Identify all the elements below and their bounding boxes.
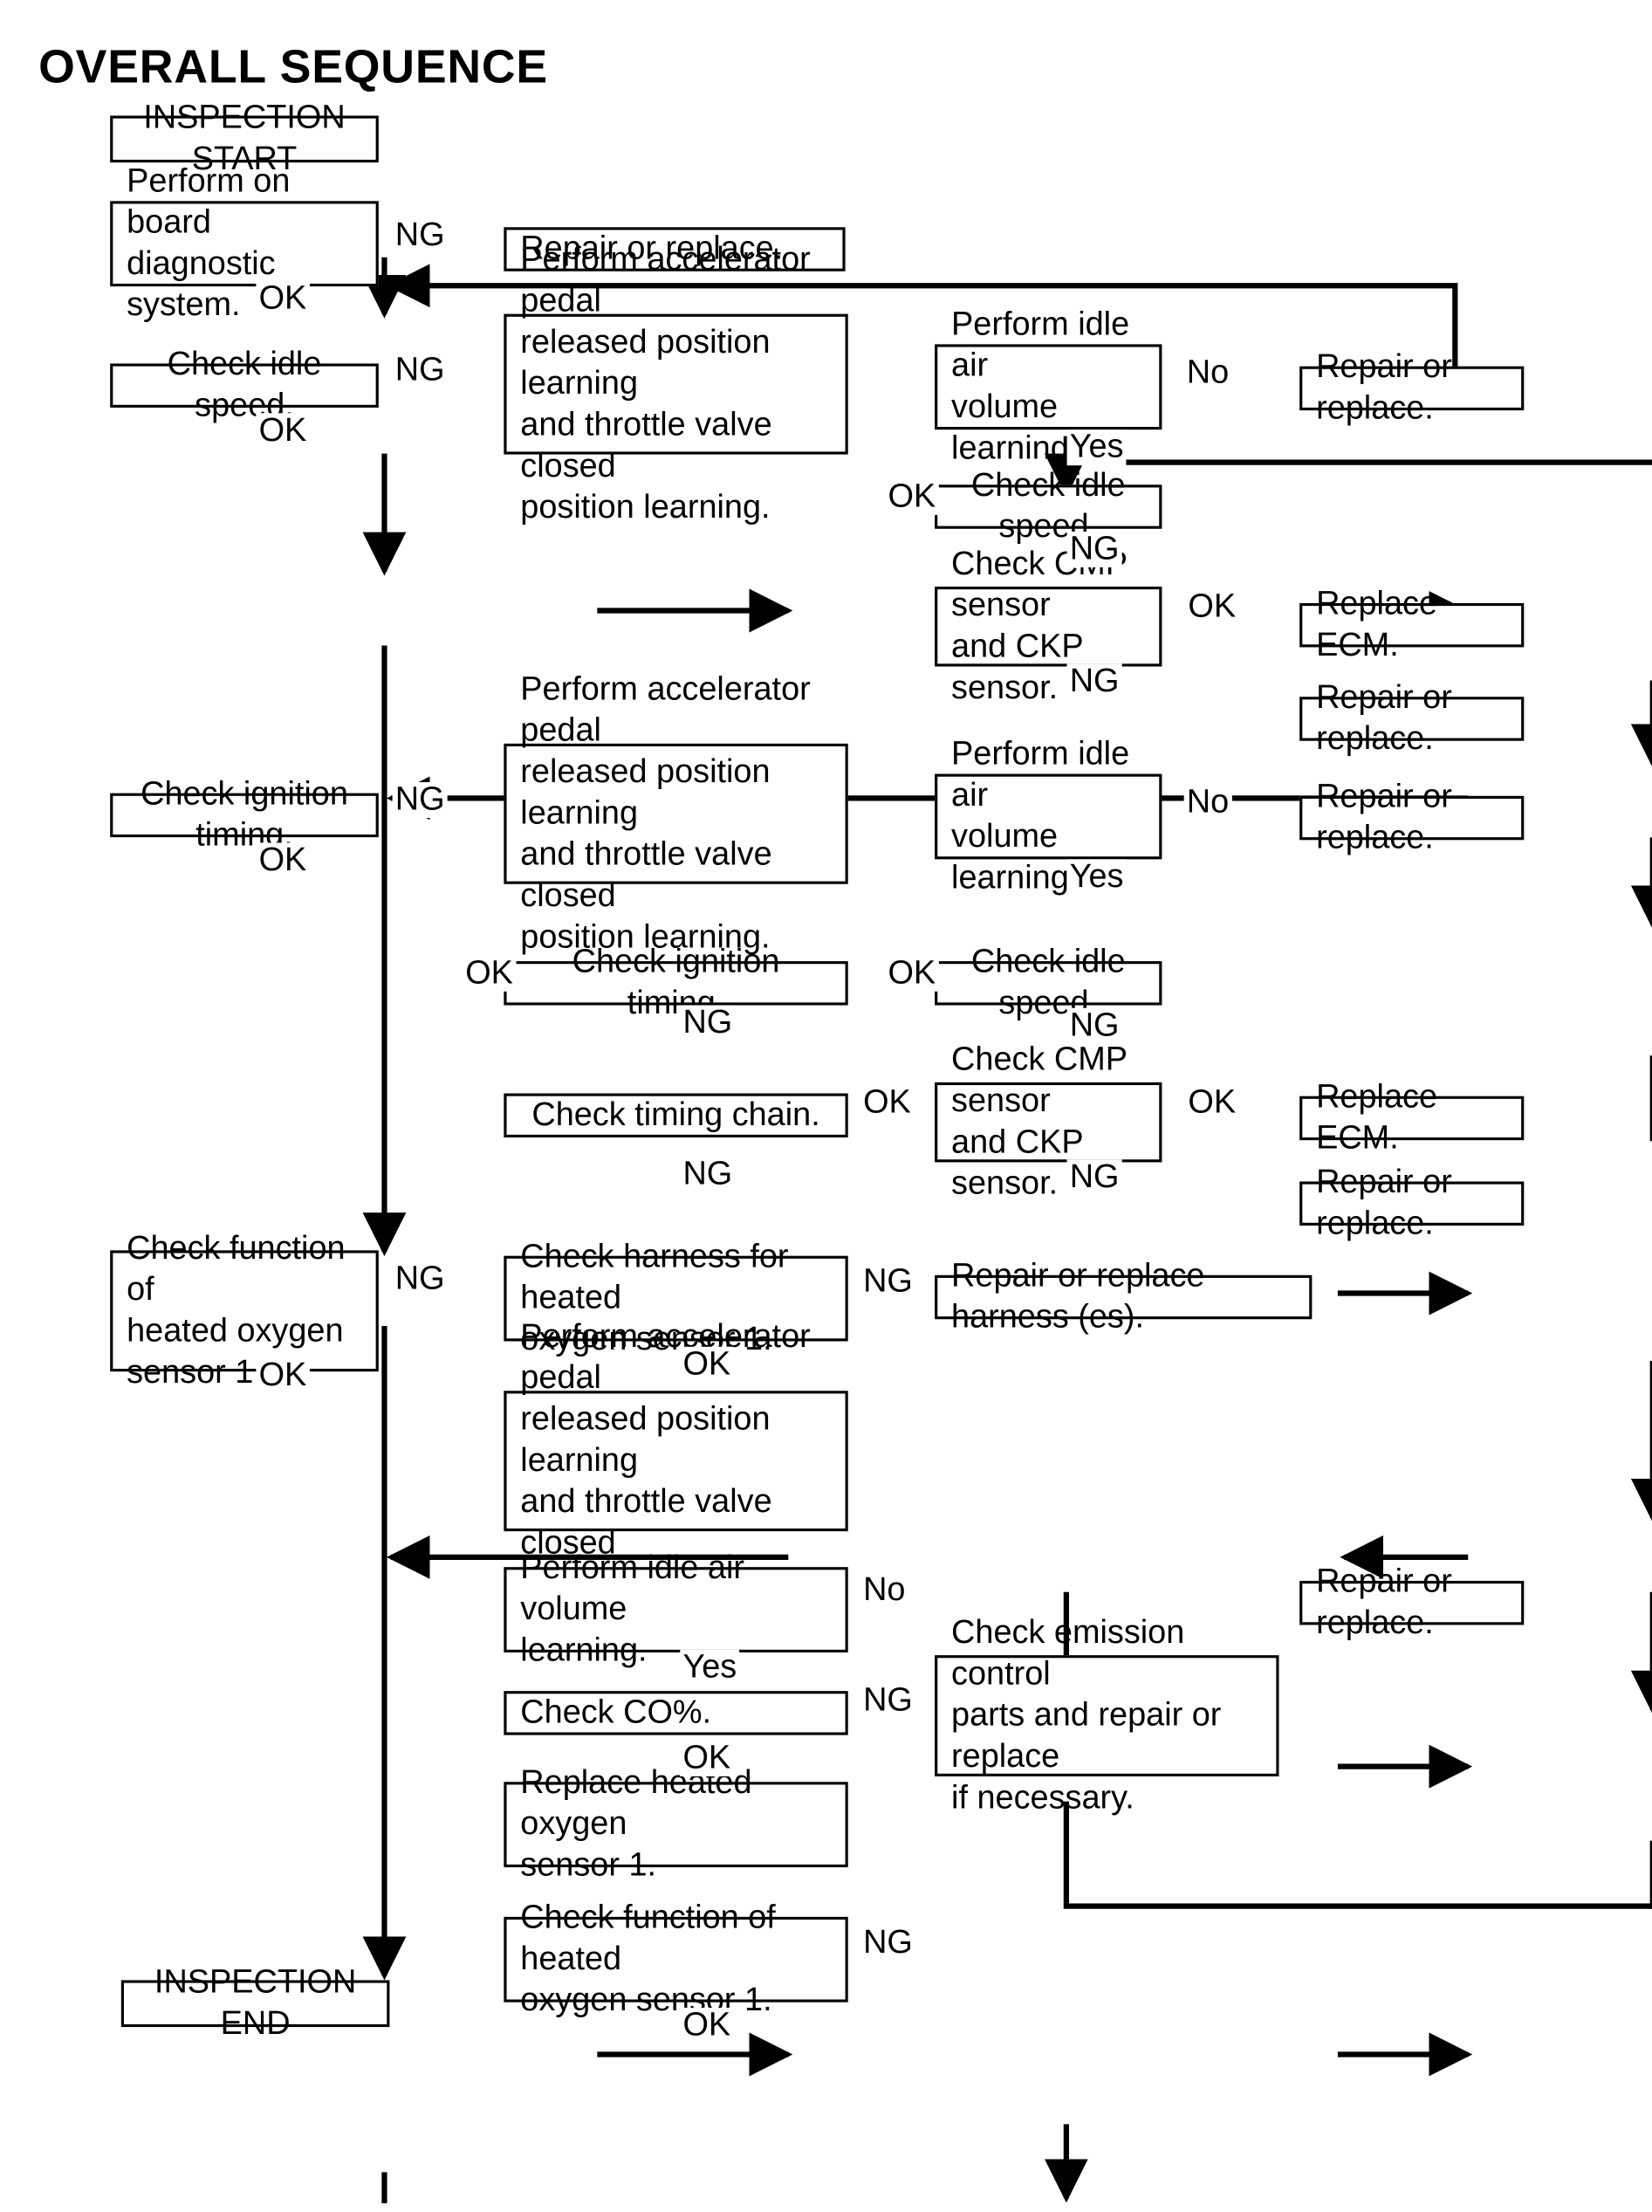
edge-label-ok: OK bbox=[256, 842, 310, 879]
node-replace-ecm-1[interactable]: Replace ECM. bbox=[1299, 585, 1525, 663]
edge-label-ok: OK bbox=[256, 280, 310, 317]
node-repair-or-replace-5[interactable]: Repair or replace. bbox=[1299, 1164, 1525, 1242]
node-label: Check function of heated oxygen sensor 1… bbox=[127, 1229, 346, 1391]
node-check-timing-chain[interactable]: Check timing chain. bbox=[504, 1093, 848, 1138]
edge-label-yes: Yes bbox=[1066, 859, 1127, 896]
edge-label-yes: Yes bbox=[1066, 429, 1127, 466]
edge-label-ok: OK bbox=[256, 1357, 310, 1394]
edge-label-ng: NG bbox=[1066, 1007, 1122, 1044]
node-label: Repair or replace. bbox=[1316, 348, 1452, 428]
edge-label-ng: NG bbox=[392, 352, 448, 388]
edge-label-ng: NG bbox=[860, 1263, 916, 1301]
node-idle-air-volume-learning-1[interactable]: Perform idle air volume learning. bbox=[935, 306, 1162, 467]
node-repair-replace-harness[interactable]: Repair or replace harness (es). bbox=[935, 1257, 1313, 1336]
edge-label-ok: OK bbox=[860, 1084, 914, 1122]
node-check-ignition-timing-2[interactable]: Check ignition timing. bbox=[504, 944, 848, 1022]
node-label: Perform accelerator pedal released posit… bbox=[520, 670, 811, 956]
node-label: Check idle speed. bbox=[970, 466, 1126, 546]
node-replace-hos-1[interactable]: Replace heated oxygen sensor 1. bbox=[504, 1764, 848, 1884]
node-label: Check ignition timing. bbox=[572, 943, 780, 1022]
node-label: Replace ECM. bbox=[1316, 585, 1438, 664]
node-check-ignition-timing-1[interactable]: Check ignition timing. bbox=[110, 775, 379, 854]
node-label: Check CMP sensor and CKP sensor. bbox=[951, 545, 1127, 707]
node-repair-or-replace-3[interactable]: Repair or replace. bbox=[1299, 679, 1525, 758]
node-label: Perform idle air volume learning. bbox=[951, 735, 1130, 896]
node-perform-obd[interactable]: Perform on board diagnostic system. bbox=[110, 162, 379, 324]
node-replace-ecm-2[interactable]: Replace ECM. bbox=[1299, 1078, 1525, 1157]
edge-label-ng: NG bbox=[392, 216, 448, 254]
node-label: Repair or replace. bbox=[1316, 1163, 1452, 1242]
node-inspection-start[interactable]: INSPECTION START bbox=[110, 100, 379, 177]
node-label: Check emission control parts and repair … bbox=[951, 1613, 1222, 1817]
node-check-cmp-ckp-sensor-2[interactable]: Check CMP sensor and CKP sensor. bbox=[935, 1041, 1162, 1202]
node-check-function-hos-2[interactable]: Check function of heated oxygen sensor 1… bbox=[504, 1899, 848, 2019]
node-label: Repair or replace. bbox=[520, 230, 784, 268]
node-label: Repair or replace. bbox=[1316, 1563, 1452, 1642]
node-label: Perform accelerator pedal released posit… bbox=[520, 241, 811, 526]
edge-label-ok: OK bbox=[680, 1740, 734, 1776]
node-repair-or-replace-4[interactable]: Repair or replace. bbox=[1299, 778, 1525, 856]
node-check-idle-speed-3[interactable]: Check idle speed. bbox=[935, 944, 1162, 1022]
edge-label-ng: NG bbox=[860, 1925, 916, 1961]
node-label: Replace heated oxygen sensor 1. bbox=[520, 1763, 752, 1885]
node-check-idle-speed-1[interactable]: Check idle speed. bbox=[110, 346, 379, 424]
node-label: Check ignition timing. bbox=[141, 775, 348, 855]
edge-label-ok: OK bbox=[1185, 1084, 1239, 1122]
node-accel-pedal-learning-1[interactable]: Perform accelerator pedal released posit… bbox=[504, 241, 848, 526]
edge-label-ng: NG bbox=[860, 1682, 916, 1719]
edge-label-ng: NG bbox=[1066, 531, 1122, 567]
edge-label-ok: OK bbox=[1185, 588, 1239, 626]
node-check-cmp-ckp-sensor-1[interactable]: Check CMP sensor and CKP sensor. bbox=[935, 546, 1162, 706]
node-label: Repair or replace harness (es). bbox=[951, 1257, 1205, 1336]
edge-label-ng: NG bbox=[392, 781, 448, 819]
edge-label-ok: OK bbox=[256, 412, 310, 450]
edge-label-ng: NG bbox=[680, 1005, 736, 1041]
edge-label-no: No bbox=[1183, 354, 1232, 392]
node-label: INSPECTION END bbox=[154, 1963, 357, 2043]
edge-label-ok: OK bbox=[885, 955, 939, 992]
node-label: Perform idle air volume learning. bbox=[520, 1549, 744, 1669]
node-label: Check function of heated oxygen sensor 1… bbox=[520, 1899, 776, 2019]
node-label: INSPECTION START bbox=[143, 99, 346, 178]
node-accel-pedal-learning-3[interactable]: Perform accelerator pedal released posit… bbox=[504, 1318, 848, 1603]
node-check-co-percent[interactable]: Check CO%. bbox=[504, 1691, 848, 1735]
node-label: Check timing chain. bbox=[531, 1096, 820, 1134]
node-idle-air-volume-learning-3[interactable]: Perform idle air volume learning. bbox=[504, 1549, 848, 1669]
edge-label-ok: OK bbox=[463, 955, 517, 992]
edge-label-ok: OK bbox=[680, 2007, 734, 2044]
node-label: Perform idle air volume learning. bbox=[951, 306, 1130, 467]
node-repair-or-replace-2[interactable]: Repair or replace. bbox=[1299, 348, 1525, 427]
node-check-idle-speed-2[interactable]: Check idle speed. bbox=[935, 467, 1162, 546]
node-label: Check idle speed. bbox=[167, 345, 322, 424]
edge-label-ng: NG bbox=[680, 1156, 736, 1193]
edge-label-ng: NG bbox=[392, 1261, 448, 1298]
edge-label-ng: NG bbox=[1066, 663, 1122, 700]
node-label: Replace ECM. bbox=[1316, 1078, 1438, 1158]
node-label: Perform on board diagnostic system. bbox=[127, 162, 291, 324]
edge-label-ng: NG bbox=[1066, 1158, 1122, 1196]
node-label: Check CO%. bbox=[520, 1693, 712, 1731]
node-accel-pedal-learning-2[interactable]: Perform accelerator pedal released posit… bbox=[504, 670, 848, 956]
edge-label-no: No bbox=[860, 1572, 908, 1609]
node-label: Repair or replace. bbox=[1316, 678, 1452, 758]
page-title: OVERALL SEQUENCE bbox=[38, 41, 549, 94]
node-inspection-end[interactable]: INSPECTION END bbox=[120, 1964, 390, 2042]
edge-label-yes: Yes bbox=[680, 1649, 740, 1686]
node-check-emission-control[interactable]: Check emission control parts and repair … bbox=[935, 1614, 1279, 1817]
edge-label-ok: OK bbox=[680, 1346, 734, 1383]
edge-label-ok: OK bbox=[885, 478, 939, 515]
node-label: Check CMP sensor and CKP sensor. bbox=[951, 1041, 1128, 1203]
node-idle-air-volume-learning-2[interactable]: Perform idle air volume learning. bbox=[935, 735, 1162, 896]
node-repair-or-replace-1[interactable]: Repair or replace. bbox=[504, 227, 846, 271]
node-label: Repair or replace. bbox=[1316, 778, 1452, 857]
node-check-function-hos-1[interactable]: Check function of heated oxygen sensor 1… bbox=[110, 1230, 379, 1391]
node-repair-or-replace-6[interactable]: Repair or replace. bbox=[1299, 1563, 1525, 1641]
edge-label-no: No bbox=[1183, 784, 1232, 821]
